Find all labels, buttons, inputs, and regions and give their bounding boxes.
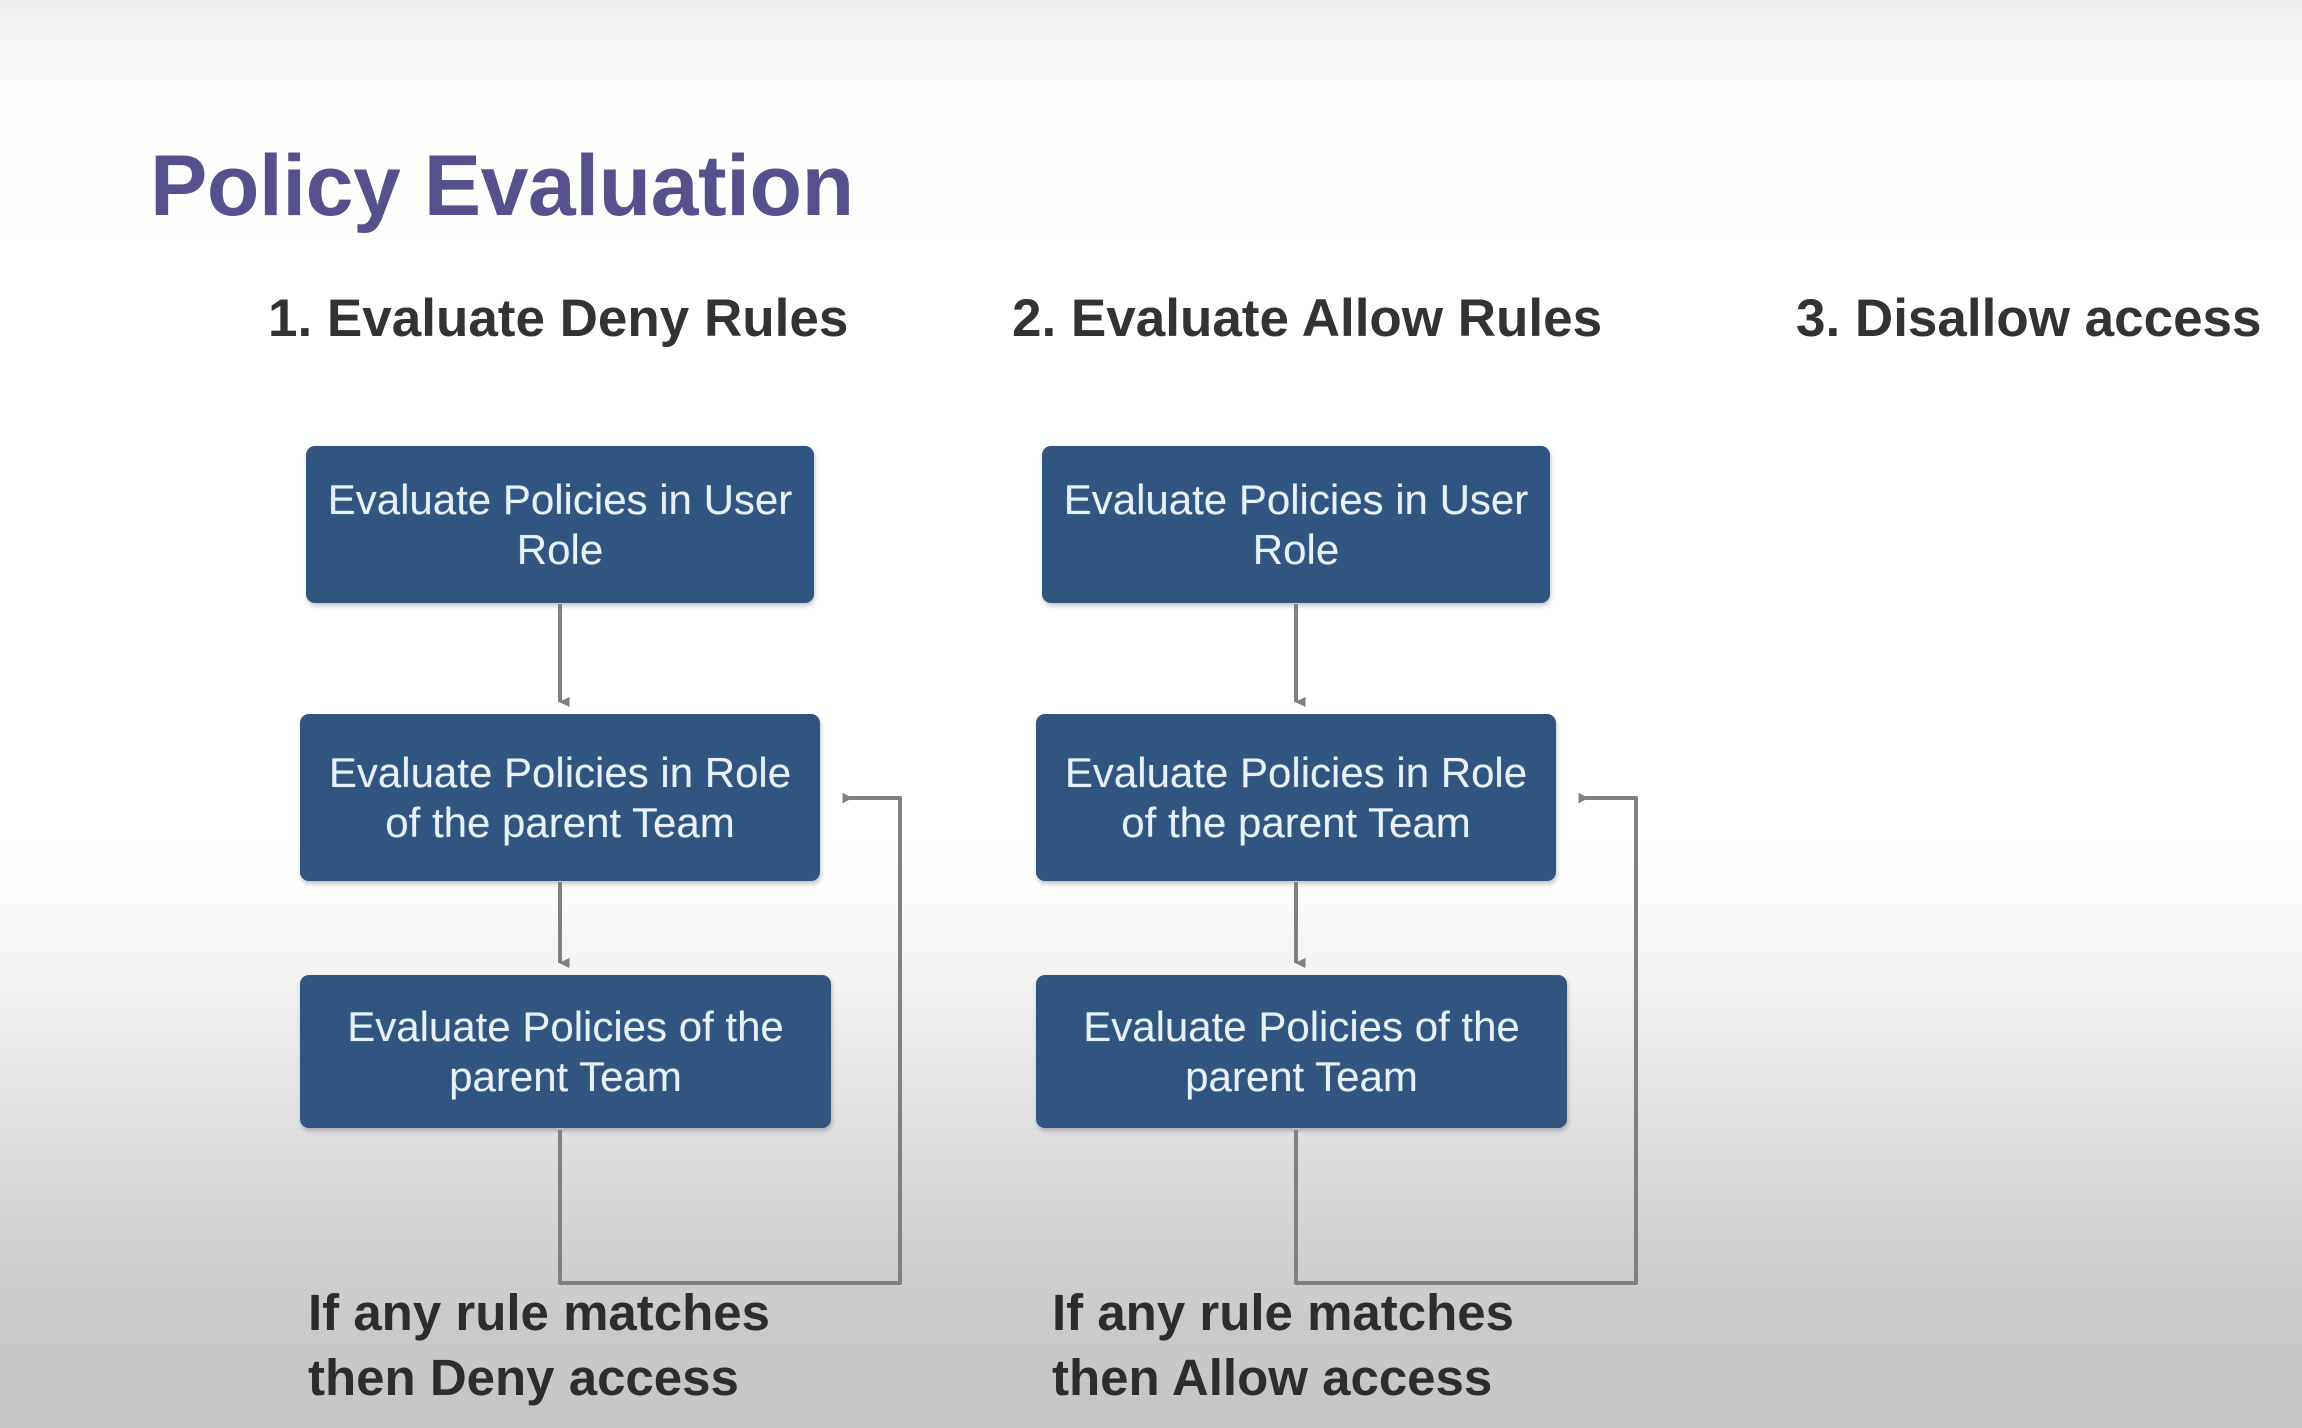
caption-allow-access: If any rule matches then Allow access bbox=[1052, 1284, 1515, 1406]
flowchart-deny-rules: Evaluate Policies in User Role Evaluate … bbox=[300, 440, 960, 1300]
flowchart-allow-rules: Evaluate Policies in User Role Evaluate … bbox=[1036, 440, 1696, 1300]
flow-node-user-role[interactable]: Evaluate Policies in User Role bbox=[1042, 446, 1550, 603]
page-title: Policy Evaluation bbox=[150, 138, 854, 234]
flow-node-parent-team[interactable]: Evaluate Policies of the parent Team bbox=[1036, 975, 1567, 1128]
column-heading-allow-rules: 2. Evaluate Allow Rules bbox=[1012, 289, 1603, 348]
caption-deny-access: If any rule matches then Deny access bbox=[308, 1284, 771, 1406]
flow-node-parent-team-role[interactable]: Evaluate Policies in Role of the parent … bbox=[300, 714, 820, 881]
flow-node-parent-team[interactable]: Evaluate Policies of the parent Team bbox=[300, 975, 831, 1128]
column-heading-deny-rules: 1. Evaluate Deny Rules bbox=[268, 289, 849, 348]
flow-node-parent-team-role[interactable]: Evaluate Policies in Role of the parent … bbox=[1036, 714, 1556, 881]
column-heading-disallow-access: 3. Disallow access bbox=[1796, 289, 2262, 348]
flow-node-user-role[interactable]: Evaluate Policies in User Role bbox=[306, 446, 814, 603]
